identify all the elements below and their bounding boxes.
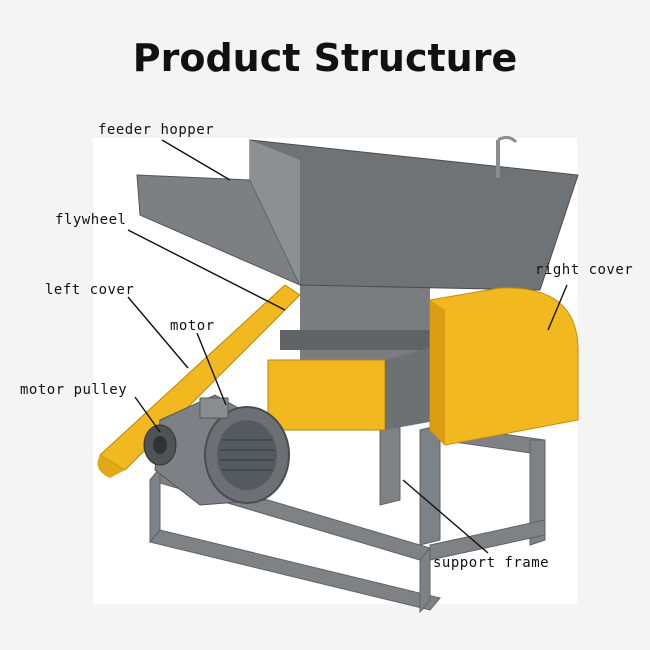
label-right-cover: right cover	[535, 262, 634, 278]
label-motor-pulley: motor pulley	[20, 382, 128, 398]
label-left-cover: left cover	[45, 282, 135, 298]
leader-lines	[127, 139, 568, 554]
left-cover	[97, 284, 301, 478]
crusher-body	[267, 285, 440, 431]
right-cover	[429, 287, 579, 446]
label-flywheel: flywheel	[55, 212, 127, 228]
label-feeder-hopper: feeder hopper	[98, 122, 215, 138]
label-motor: motor	[170, 318, 215, 334]
motor	[154, 394, 290, 506]
label-support-frame: support frame	[433, 555, 550, 571]
feeder-hopper	[136, 135, 579, 291]
page-title: Product Structure	[132, 36, 518, 80]
motor-pulley	[143, 424, 177, 466]
